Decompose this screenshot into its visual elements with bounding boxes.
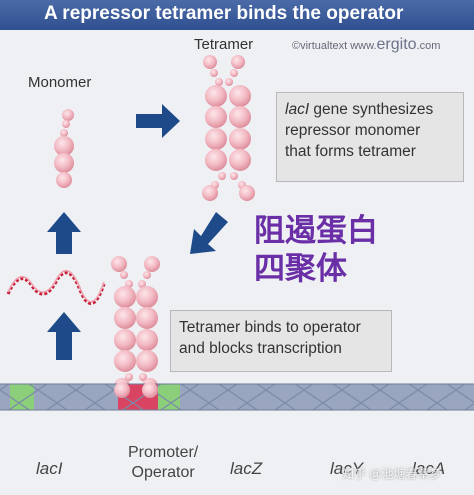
- tetramer-top-protein: [202, 55, 255, 201]
- credit-prefix: ©virtualtext www.: [292, 40, 377, 52]
- credit-suffix: .com: [416, 40, 441, 52]
- promoter-operator-label: Promoter/ Operator: [128, 443, 198, 483]
- synthesis-note-line1: lacI gene synthesizes: [285, 99, 455, 120]
- tetramer-bound-bead: [136, 286, 158, 308]
- credit-line: ©virtualtext www.ergito.com: [292, 36, 440, 54]
- monomer-bead: [54, 136, 74, 156]
- tetramer-top-bead: [205, 149, 227, 171]
- tetramer-bound-bead: [142, 382, 158, 398]
- dna-helix: [0, 382, 474, 411]
- tetramer-bound-protein: [111, 256, 160, 394]
- monomer-protein: [54, 109, 74, 188]
- mrna-strand: [6, 270, 106, 305]
- tetramer-bound-bead: [136, 329, 158, 351]
- tetramer-top-bead: [205, 128, 227, 150]
- tetramer-bound-bead: [114, 307, 136, 329]
- monomer-bead: [62, 109, 74, 121]
- tetramer-bound-bead: [139, 373, 147, 381]
- tetramer-top-bead: [229, 149, 251, 171]
- header-bar: A repressor tetramer binds the operator: [0, 0, 474, 30]
- tetramer-top-bead: [205, 106, 227, 128]
- monomer-bead: [54, 153, 74, 173]
- tetramer-top-bead: [229, 85, 251, 107]
- page-title: A repressor tetramer binds the operator: [44, 3, 404, 24]
- tetramer-top-bead: [218, 172, 226, 180]
- arrow-up-lower: [47, 312, 81, 360]
- tetramer-bound-bead: [114, 286, 136, 308]
- tetramer-bound-bead: [138, 280, 146, 288]
- binding-note-line2: and blocks transcription: [179, 340, 342, 357]
- tetramer-top-bead: [203, 55, 217, 69]
- synthesis-note-line1-rest: gene synthesizes: [309, 101, 434, 118]
- monomer-label: Monomer: [28, 74, 92, 91]
- credit-brand: ergito: [376, 36, 417, 53]
- tetramer-bound-bead: [114, 382, 130, 398]
- dna-helix-lines: [0, 384, 474, 410]
- tetramer-top-bead: [210, 69, 218, 77]
- tetramer-top-bead: [231, 55, 245, 69]
- promoter-label-line2: Operator: [131, 464, 195, 481]
- promoter-label-line1: Promoter/: [128, 444, 199, 461]
- arrow-down-left: [190, 212, 228, 254]
- tetramer-bound-bead: [125, 280, 133, 288]
- tetramer-bound-bead: [144, 256, 160, 272]
- chinese-annotation: 阻遏蛋白 四聚体: [254, 212, 378, 288]
- monomer-bead: [60, 129, 68, 137]
- laci-gene-name: lacI: [285, 101, 310, 118]
- tetramer-label: Tetramer: [194, 36, 254, 53]
- tetramer-bound-bead: [120, 271, 128, 279]
- tetramer-top-bead: [202, 185, 218, 201]
- synthesis-note-box: lacI gene synthesizes repressor monomer …: [276, 92, 464, 182]
- tetramer-bound-bead: [136, 350, 158, 372]
- tetramer-top-bead: [225, 78, 233, 86]
- arrow-up-upper: [47, 212, 81, 254]
- gene-lacy-label: lacY: [330, 459, 364, 478]
- monomer-bead: [62, 120, 70, 128]
- tetramer-top-bead: [230, 172, 238, 180]
- chinese-annotation-line2: 四聚体: [254, 251, 347, 287]
- binding-note-box: Tetramer binds to operator and blocks tr…: [170, 310, 392, 372]
- tetramer-bound-bead: [125, 373, 133, 381]
- gene-lacz-label: lacZ: [230, 459, 263, 478]
- tetramer-top-bead: [205, 85, 227, 107]
- tetramer-top-bead: [230, 69, 238, 77]
- tetramer-bound-bead: [136, 307, 158, 329]
- synthesis-note-line3: that forms tetramer: [285, 143, 416, 160]
- chinese-annotation-line1: 阻遏蛋白: [254, 213, 378, 249]
- tetramer-bound-bead: [111, 256, 127, 272]
- watermark: 知乎 @池塘春草梦: [342, 467, 442, 481]
- arrow-right: [136, 104, 180, 138]
- tetramer-bound-bead: [114, 350, 136, 372]
- synthesis-note-line2: repressor monomer: [285, 122, 421, 139]
- tetramer-bound-bead: [143, 271, 151, 279]
- tetramer-top-bead: [229, 128, 251, 150]
- gene-laca-label: lacA: [412, 459, 446, 478]
- tetramer-bound-bead: [114, 329, 136, 351]
- tetramer-top-bead: [239, 185, 255, 201]
- tetramer-top-bead: [229, 106, 251, 128]
- monomer-bead: [56, 172, 72, 188]
- binding-note-line1: Tetramer binds to operator: [179, 319, 361, 336]
- gene-laci-label: lacI: [36, 459, 63, 478]
- tetramer-top-bead: [215, 78, 223, 86]
